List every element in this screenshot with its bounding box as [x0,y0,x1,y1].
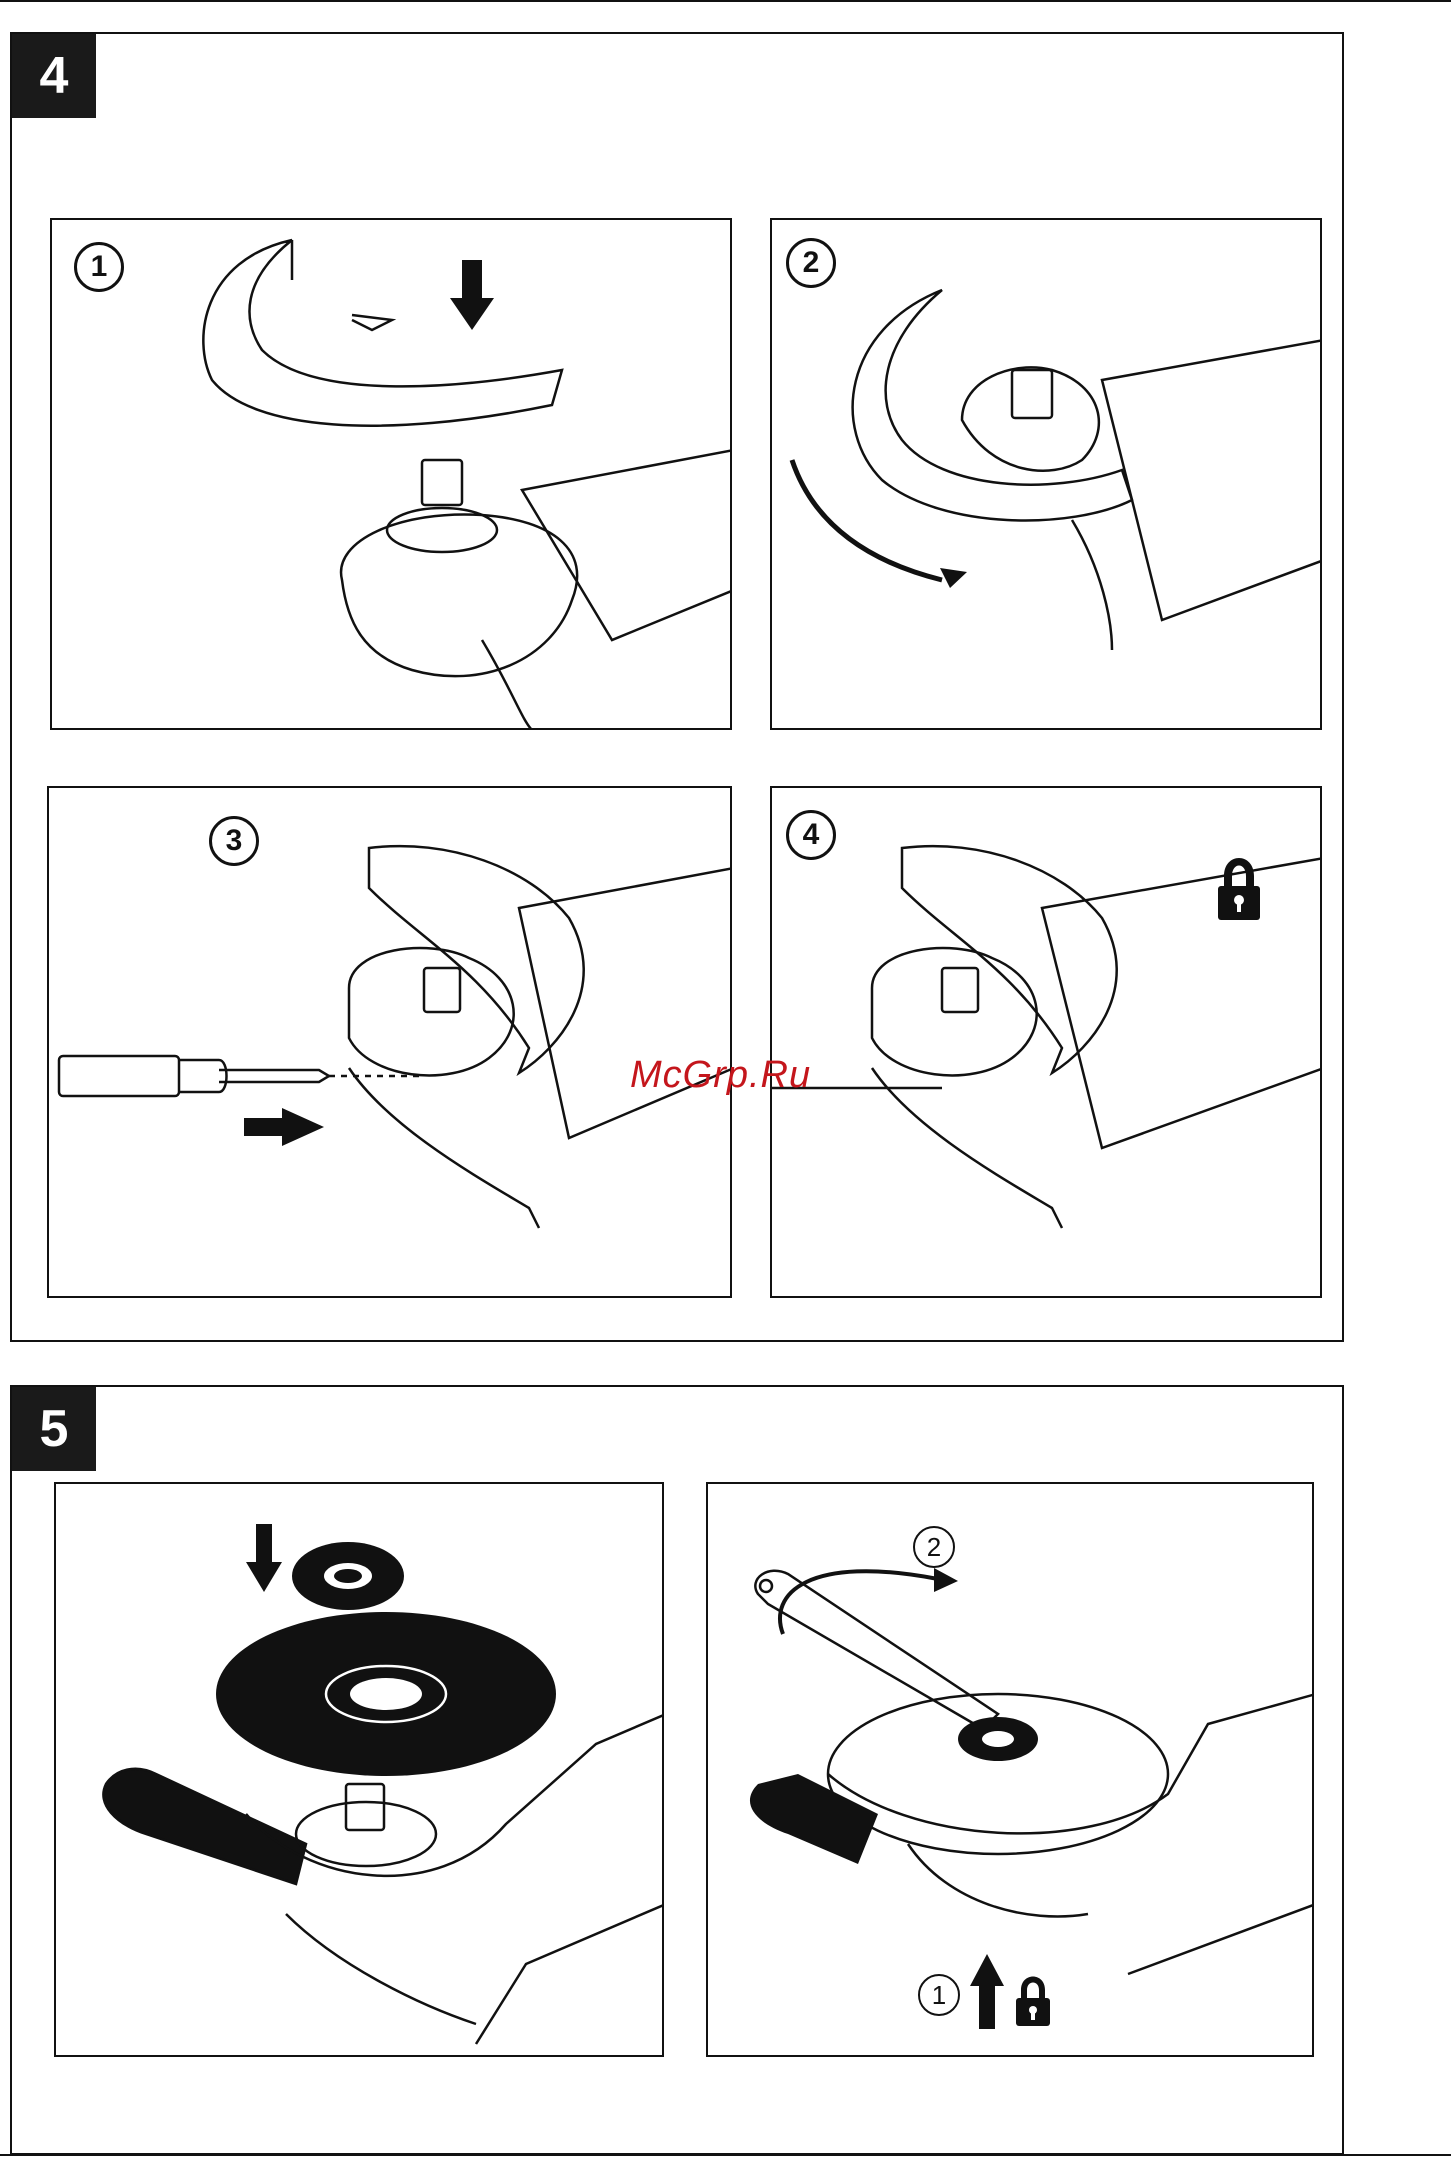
down-arrow [450,260,494,330]
up-arrow [970,1954,1004,2029]
grinder-head [341,514,577,676]
step-panel-1: 1 [50,218,732,730]
section-number-badge: 5 [12,1387,96,1471]
disc-mounting-illustration [56,1484,664,2057]
step-panel-3: 3 [47,786,732,1298]
grinding-disc [216,1612,556,1776]
protective-guard [369,846,584,1073]
watermark-text: McGrp.Ru [630,1054,811,1097]
nut-tightening-illustration [708,1484,1314,2057]
step-panel-4: 4 [770,786,1322,1298]
clamping-nut [958,1717,1038,1761]
guard-locked-illustration [772,788,1322,1298]
guard-rotation-illustration [772,220,1322,730]
section-4: 4 1 2 [10,32,1344,1342]
protective-guard [902,846,1117,1073]
lock-icon [1218,858,1260,920]
protective-guard [853,290,1132,520]
disc-mounting-panel [54,1482,664,2057]
section-number-badge: 4 [12,34,96,118]
step-panel-2: 2 [770,218,1322,730]
top-rule [0,0,1451,2]
guard-placement-illustration [52,220,732,730]
screwdriver [59,1056,179,1096]
nut-tightening-panel: 2 1 [706,1482,1314,2057]
down-arrow [246,1524,282,1592]
bottom-rule [0,2154,1451,2156]
right-arrow [244,1108,324,1146]
lock-icon [1016,1977,1050,2027]
guard-locking-illustration [49,788,732,1298]
clamping-nut [292,1542,404,1610]
section-5: 5 [10,1385,1344,2155]
rotation-arrow [792,460,942,580]
protective-guard [203,240,562,426]
